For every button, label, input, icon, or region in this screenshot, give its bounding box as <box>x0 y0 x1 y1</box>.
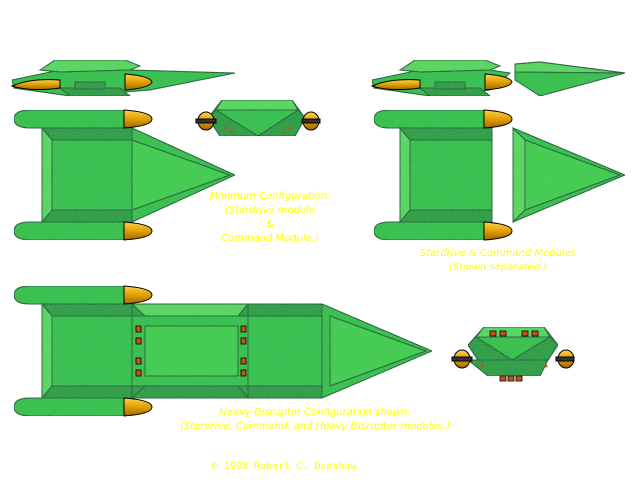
side-view-minimum <box>11 59 236 97</box>
nacelle-gold-tip <box>370 79 421 91</box>
front-view-minimum <box>195 99 321 137</box>
nacelle-gold-tip <box>124 73 153 91</box>
caption-heavy-disruptor: Heavy Disruptor Configuration shown. (St… <box>150 406 480 434</box>
caption-minimum-configuration: Minimum Configuration: (Stardrive module… <box>190 190 350 246</box>
caption-modules-separated: Stardrive & Command Modules (Shown separ… <box>398 247 598 275</box>
caption-line: Command Module.) <box>220 233 320 244</box>
top-view-heavy-disruptor <box>13 285 434 417</box>
caption-line: (Stardrive module <box>224 205 316 216</box>
caption-line: (Shown separated.) <box>449 262 547 273</box>
caption-line: Minimum Configuration: <box>209 191 331 202</box>
front-view-heavy-disruptor <box>451 326 575 382</box>
caption-line: Stardrive & Command Modules <box>419 248 577 259</box>
caption-line: Heavy Disruptor Configuration shown. <box>219 407 411 418</box>
nacelle-gold-tip <box>10 79 61 91</box>
top-view-separated <box>373 109 627 241</box>
nacelle-gold-tip <box>484 73 513 91</box>
caption-line: & <box>266 219 274 230</box>
top-view-minimum <box>13 109 237 241</box>
copyright-notice: © 1998 Robert C. Dunshaw <box>212 461 357 472</box>
caption-line: (Stardrive, Command, and Heavy Disruptor… <box>179 421 451 432</box>
